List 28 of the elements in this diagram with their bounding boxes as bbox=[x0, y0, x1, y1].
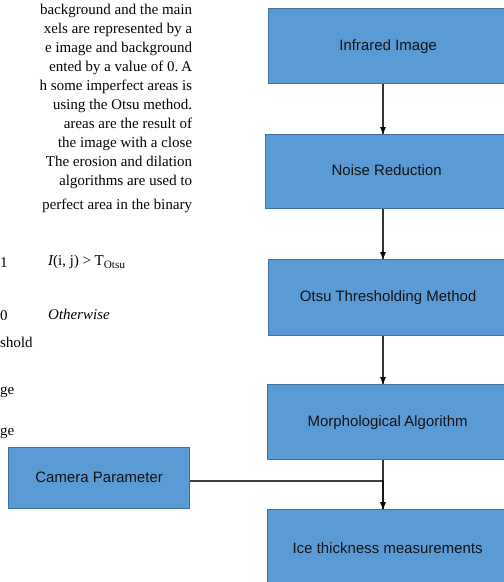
paragraph-text: 0 bbox=[0, 307, 8, 325]
paragraph-text: using the Otsu method. bbox=[52, 96, 192, 114]
process-box: Otsu Thresholding Method bbox=[268, 259, 504, 336]
paragraph-text: 1 bbox=[0, 254, 8, 272]
paragraph-text: shold bbox=[0, 334, 34, 352]
paragraph-text: ented by a value of 0. A bbox=[48, 58, 192, 76]
paragraph-text: The erosion and dilation bbox=[44, 153, 192, 171]
paragraph-text: areas are the result of bbox=[62, 115, 192, 133]
process-box: Camera Parameter bbox=[8, 447, 190, 509]
arrow bbox=[380, 336, 386, 384]
paragraph-text: algorithms are used to bbox=[58, 172, 192, 190]
process-box: Noise Reduction bbox=[265, 134, 504, 209]
paragraph-text: xels are represented by a bbox=[42, 20, 192, 38]
paragraph-text: the image with a close bbox=[56, 134, 192, 152]
process-box: Ice thickness measurements bbox=[267, 509, 504, 582]
paragraph-text: ge bbox=[0, 381, 16, 399]
process-box: Morphological Algorithm bbox=[267, 384, 504, 460]
paragraph-text: h some imperfect areas is bbox=[38, 77, 192, 95]
paragraph-text: background and the main bbox=[38, 1, 192, 19]
paragraph-text: perfect area in the binary bbox=[41, 196, 192, 214]
process-box: Infrared Image bbox=[268, 8, 504, 84]
arrow bbox=[380, 84, 386, 134]
paragraph-text: Otherwise bbox=[48, 306, 111, 324]
paragraph-text: e image and background bbox=[44, 39, 192, 57]
paragraph-text: ge bbox=[0, 422, 16, 440]
arrow bbox=[380, 209, 386, 259]
paragraph-text: I(i, j) > T$_{Otsu}$ bbox=[48, 252, 126, 270]
arrow bbox=[190, 480, 386, 509]
